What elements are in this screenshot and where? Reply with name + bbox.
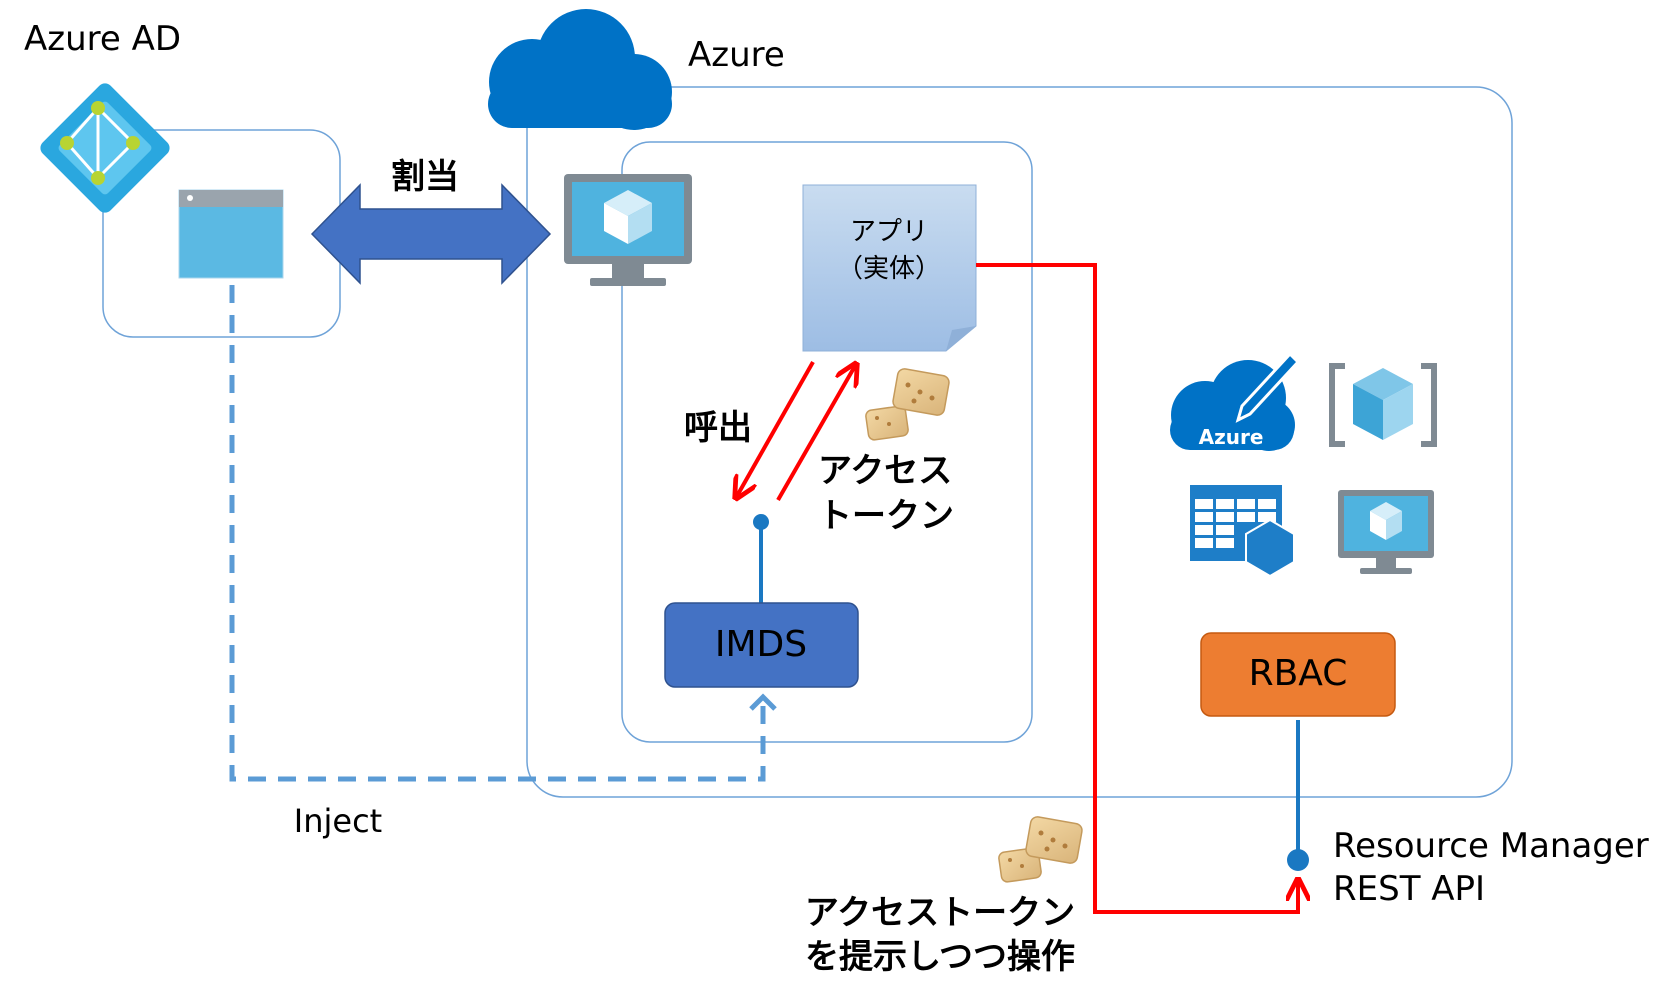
present-token-label-line1: アクセストークン bbox=[805, 893, 1075, 933]
app-label-line1: アプリ bbox=[850, 217, 928, 247]
token-return-arrow bbox=[776, 366, 855, 501]
present-token-label-line2: を提示しつつ操作 bbox=[805, 937, 1075, 977]
resource-manager-label-line1: Resource Manager bbox=[1333, 826, 1649, 866]
cookie-token-icon bbox=[865, 368, 950, 441]
azure-cloud-icon-text: Azure bbox=[1199, 425, 1264, 449]
app-label-line2: （実体） bbox=[837, 254, 941, 284]
azure-container bbox=[526, 86, 1513, 798]
app-registration-window-icon bbox=[178, 189, 284, 279]
vm-monitor-icon bbox=[1338, 490, 1434, 574]
azure-label: Azure bbox=[688, 35, 785, 75]
call-arrow bbox=[737, 361, 815, 496]
call-label: 呼出 bbox=[684, 408, 752, 448]
inject-label: Inject bbox=[294, 802, 382, 840]
access-token-label-line1: アクセス bbox=[818, 451, 952, 491]
assign-double-arrow bbox=[310, 183, 552, 285]
resource-manager-endpoint-dot bbox=[1287, 849, 1309, 871]
resource-manager-label-line2: REST API bbox=[1333, 869, 1485, 909]
azure-ad-label: Azure AD bbox=[24, 19, 181, 59]
azure-ad-icon bbox=[40, 83, 170, 213]
imds-label: IMDS bbox=[715, 624, 807, 665]
inject-arrowhead bbox=[749, 693, 777, 711]
imds-box: IMDS bbox=[664, 602, 859, 688]
rbac-box: RBAC bbox=[1200, 632, 1396, 717]
azure-cloud-edit-icon: Azure bbox=[1170, 351, 1301, 451]
azure-cloud-icon bbox=[488, 9, 672, 130]
cookie-token-icon-request bbox=[998, 816, 1083, 883]
vm-container bbox=[621, 141, 1033, 743]
access-token-request-arrow bbox=[976, 263, 1298, 914]
resource-group-icon bbox=[1329, 363, 1437, 447]
app-document: アプリ （実体） bbox=[802, 184, 977, 352]
sql-table-icon bbox=[1190, 485, 1295, 578]
virtual-machine-icon bbox=[564, 174, 692, 286]
assign-label: 割当 bbox=[391, 157, 459, 197]
access-token-label-line2: トークン bbox=[818, 496, 954, 536]
inject-dashed-path bbox=[229, 285, 766, 782]
rbac-label: RBAC bbox=[1249, 653, 1348, 694]
